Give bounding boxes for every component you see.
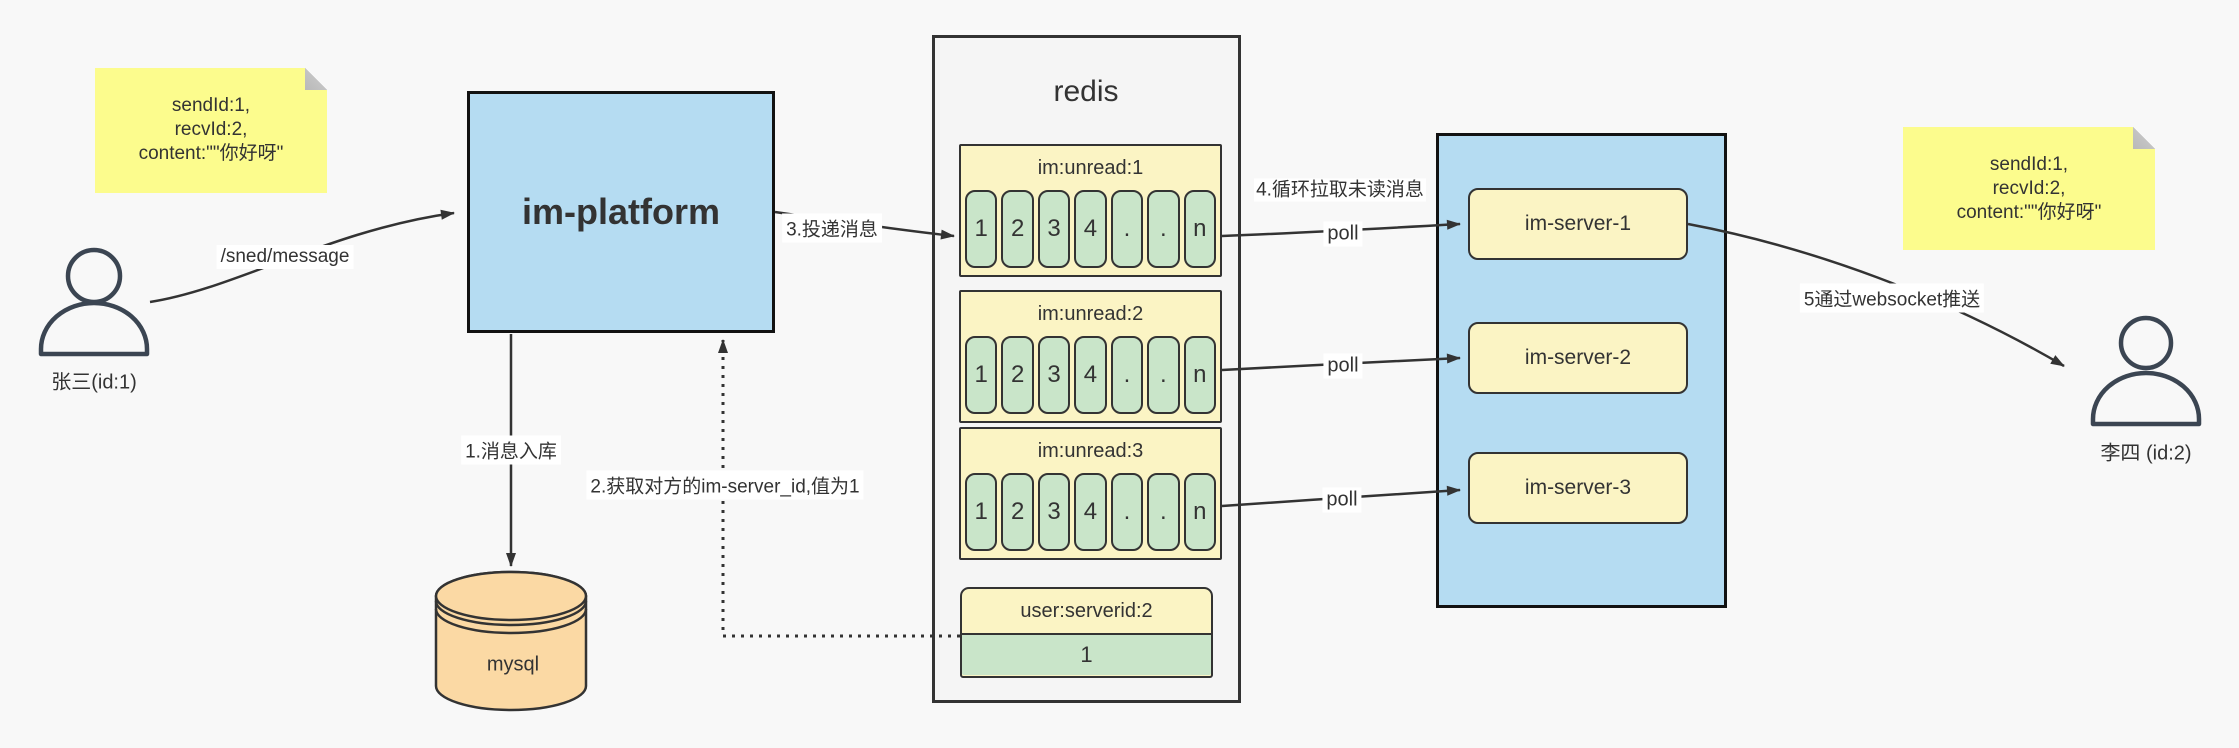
list-cell: 4	[1074, 473, 1107, 551]
redis-list-unread-3: im:unread:3 1 2 3 4 . . n	[959, 427, 1222, 560]
edge-label-poll-loop: 4.循环拉取未读消息	[1254, 178, 1426, 202]
list-cell: 3	[1037, 336, 1071, 414]
note-line: recvId:2,	[174, 119, 248, 140]
edge-label-poll-3: poll	[1322, 487, 1362, 513]
list-cell: 4	[1074, 336, 1107, 414]
note-line: sendId:1,	[171, 95, 251, 116]
redis-list-unread-1: im:unread:1 1 2 3 4 . . n	[959, 144, 1222, 277]
list-cell: 1	[965, 336, 998, 414]
mysql-cylinder-icon	[434, 570, 588, 712]
im-server-2-box: im-server-2	[1468, 322, 1688, 394]
edge-label-poll-1: poll	[1323, 221, 1363, 247]
note-line: sendId:1,	[1989, 154, 2069, 175]
list-cell: n	[1183, 473, 1216, 551]
list-cell: 2	[1001, 190, 1034, 268]
redis-kv-user-serverid: user:serverid:2 1	[960, 587, 1213, 678]
list-cell: 1	[965, 190, 998, 268]
list-cell: .	[1147, 336, 1180, 414]
note-line: content:""你好呀"	[138, 143, 284, 164]
im-platform-label: im-platform	[522, 191, 720, 232]
edge-label-send-message: /sned/message	[216, 245, 354, 269]
actor-label-sender: 张三(id:1)	[51, 371, 137, 394]
list-cell: 2	[1001, 336, 1034, 414]
edge-label-poll-2: poll	[1323, 353, 1363, 379]
im-platform-box: im-platform	[467, 91, 775, 333]
note-line: content:""你好呀"	[1956, 202, 2102, 223]
edge-label-deliver: 3.投递消息	[782, 213, 882, 243]
note-fold-icon	[305, 68, 327, 90]
redis-title: redis	[1053, 75, 1119, 108]
redis-list-cells: 1 2 3 4 . . n	[961, 336, 1220, 414]
redis-kv-title: user:serverid:2	[1020, 599, 1153, 622]
list-cell: n	[1183, 190, 1216, 268]
actor-label-receiver: 李四 (id:2)	[2100, 442, 2192, 465]
edge-label-get-server-id: 2.获取对方的im-server_id,值为1	[586, 470, 864, 500]
note-fold-icon	[2133, 127, 2155, 149]
list-cell: n	[1183, 336, 1216, 414]
redis-list-title: im:unread:3	[1037, 439, 1144, 462]
list-cell: 3	[1037, 190, 1071, 268]
list-cell: .	[1110, 190, 1144, 268]
user-icon-sender	[38, 247, 150, 357]
im-server-1-box: im-server-1	[1468, 188, 1688, 260]
user-icon-receiver	[2090, 315, 2202, 427]
redis-list-cells: 1 2 3 4 . . n	[961, 473, 1220, 551]
list-cell: .	[1110, 473, 1144, 551]
list-cell: .	[1147, 190, 1180, 268]
list-cell: 4	[1074, 190, 1107, 268]
list-cell: 1	[965, 473, 998, 551]
sticky-note-receiver: sendId:1, recvId:2, content:""你好呀"	[1903, 127, 2155, 250]
redis-list-cells: 1 2 3 4 . . n	[961, 190, 1220, 268]
redis-list-unread-2: im:unread:2 1 2 3 4 . . n	[959, 290, 1222, 423]
redis-list-title: im:unread:2	[1037, 302, 1144, 325]
list-cell: 3	[1037, 473, 1071, 551]
edge-label-websocket-push: 5通过websocket推送	[1799, 283, 1985, 313]
redis-kv-value: 1	[962, 633, 1211, 675]
list-cell: .	[1110, 336, 1144, 414]
sticky-note-sender: sendId:1, recvId:2, content:""你好呀"	[95, 68, 327, 193]
redis-list-title: im:unread:1	[1037, 156, 1144, 179]
im-server-3-box: im-server-3	[1468, 452, 1688, 524]
edge-label-store-message: 1.消息入库	[461, 435, 561, 465]
list-cell: .	[1147, 473, 1180, 551]
list-cell: 2	[1001, 473, 1034, 551]
note-line: recvId:2,	[1992, 178, 2066, 199]
mysql-label: mysql	[486, 653, 540, 676]
